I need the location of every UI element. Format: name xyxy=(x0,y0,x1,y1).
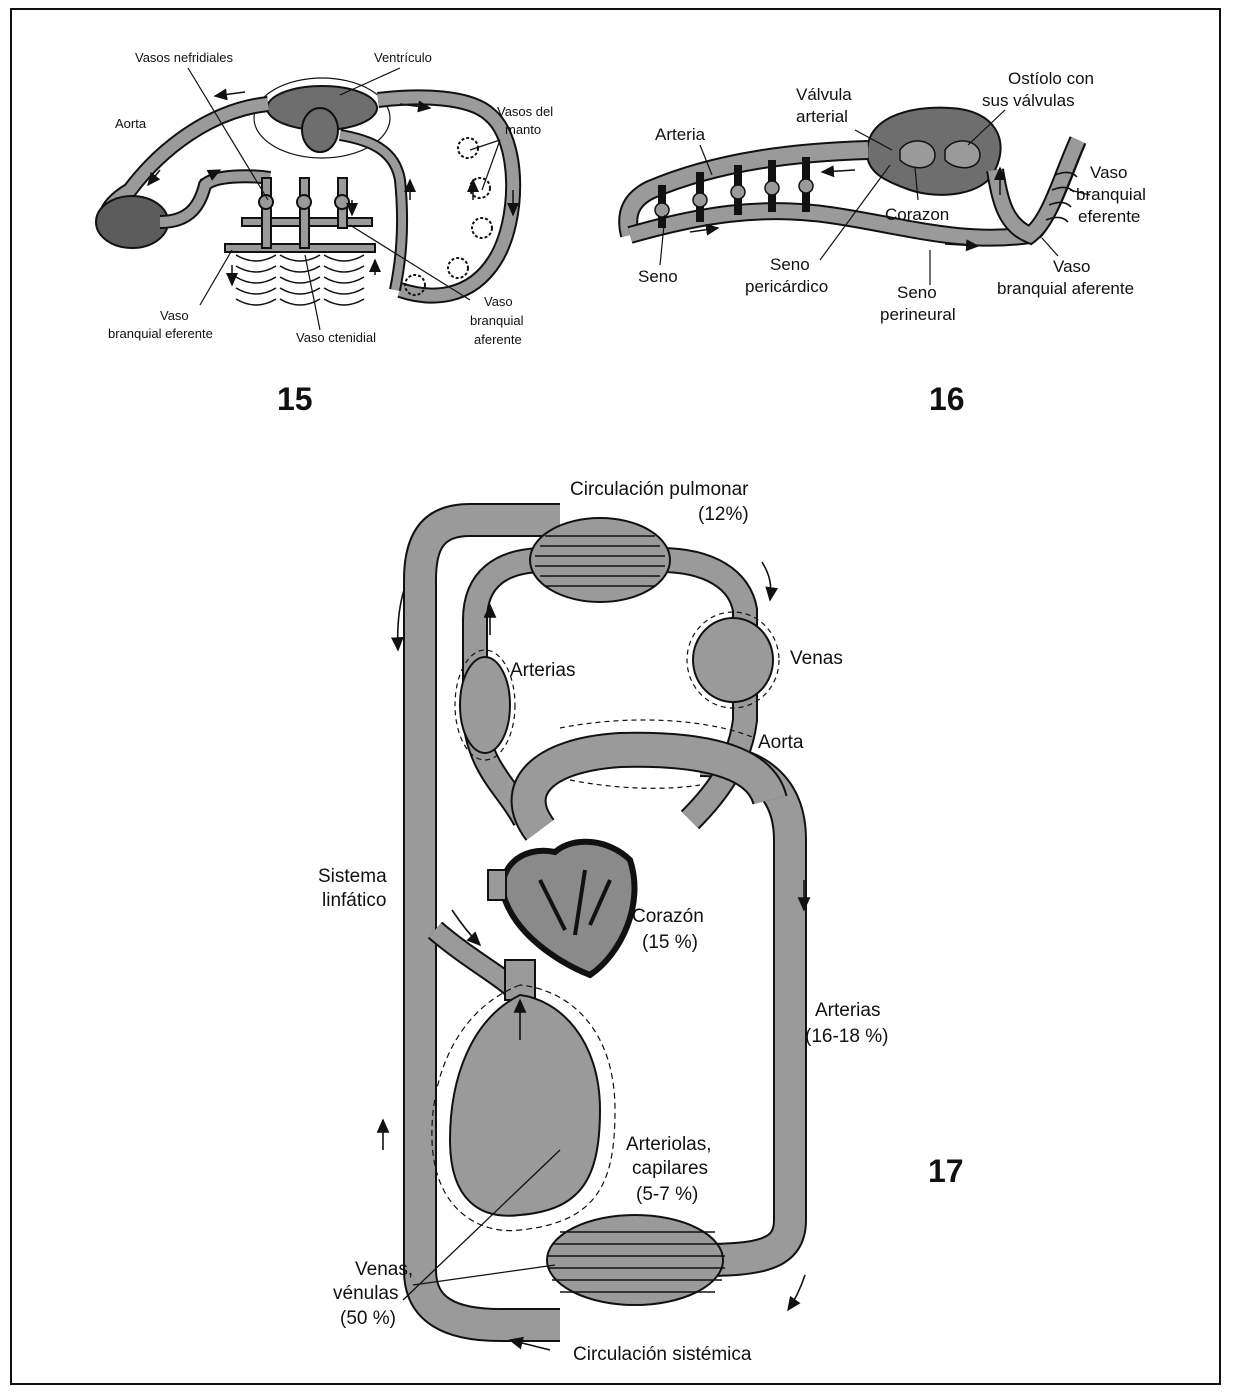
label-valvula-1: Válvula xyxy=(796,85,852,104)
label-arterias-right: Arterias xyxy=(815,1000,880,1021)
label-vaso-eferente-16-3: eferente xyxy=(1078,207,1140,226)
label-capilares: capilares xyxy=(632,1158,708,1179)
label-corazon-16: Corazon xyxy=(885,205,949,224)
figure-17-human-circulation xyxy=(383,518,805,1350)
label-seno-perineural-2: perineural xyxy=(880,305,956,324)
label-venas-17-2: vénulas xyxy=(333,1283,399,1304)
label-vaso-aferente-2: branquial xyxy=(470,313,524,328)
label-valvula-2: arterial xyxy=(796,107,848,126)
label-arteria: Arteria xyxy=(655,125,706,144)
label-pct-corazon: (15 %) xyxy=(642,932,698,953)
label-pct-pulmonar: (12%) xyxy=(698,504,749,525)
figure-number-16: 16 xyxy=(929,381,965,417)
label-vaso-ctenidial: Vaso ctenidial xyxy=(296,330,376,345)
label-ostiolo-2: sus válvulas xyxy=(982,91,1075,110)
label-pct-capilares: (5-7 %) xyxy=(636,1184,698,1205)
label-arteriolas: Arteriolas, xyxy=(626,1134,712,1155)
label-circulacion-sistemica: Circulación sistémica xyxy=(573,1344,752,1365)
label-sistema: Sistema xyxy=(318,866,387,887)
label-vaso-eferente-16-1: Vaso xyxy=(1090,163,1128,182)
label-vaso-eferente-2: branquial eferente xyxy=(108,326,213,341)
label-aorta: Aorta xyxy=(115,116,147,131)
figure-number-15: 15 xyxy=(277,381,313,417)
label-corazon-17: Corazón xyxy=(632,906,704,927)
label-aorta-17: Aorta xyxy=(758,732,804,753)
label-seno-perineural-1: Seno xyxy=(897,283,937,302)
label-pct-arterias: (16-18 %) xyxy=(805,1026,888,1047)
label-arterias-top: Arterias xyxy=(510,660,575,681)
label-vaso-aferente-3: aferente xyxy=(474,332,522,347)
figure-15-mollusc-circulation xyxy=(96,68,513,330)
label-vasos-del: Vasos del xyxy=(497,104,553,119)
label-venas-top: Venas xyxy=(790,648,843,669)
label-linfatico: linfático xyxy=(322,890,386,911)
label-vaso-aferente-16-1: Vaso xyxy=(1053,257,1091,276)
label-vaso-aferente-16-2: branquial aferente xyxy=(997,279,1134,298)
label-pct-venas: (50 %) xyxy=(340,1308,396,1329)
label-vaso-eferente-16-2: branquial xyxy=(1076,185,1146,204)
label-seno: Seno xyxy=(638,267,678,286)
label-seno-pericardico-2: pericárdico xyxy=(745,277,828,296)
label-circulacion-pulmonar: Circulación pulmonar xyxy=(570,479,749,500)
label-ostiolo-1: Ostíolo con xyxy=(1008,69,1094,88)
label-vaso-aferente-1: Vaso xyxy=(484,294,513,309)
label-manto: manto xyxy=(505,122,541,137)
label-vasos-nefridiales: Vasos nefridiales xyxy=(135,50,234,65)
label-vaso-eferente-1: Vaso xyxy=(160,308,189,323)
figure-number-17: 17 xyxy=(928,1153,964,1189)
label-venas-17-1: Venas, xyxy=(355,1259,413,1280)
label-seno-pericardico-1: Seno xyxy=(770,255,810,274)
label-ventriculo: Ventrículo xyxy=(374,50,432,65)
